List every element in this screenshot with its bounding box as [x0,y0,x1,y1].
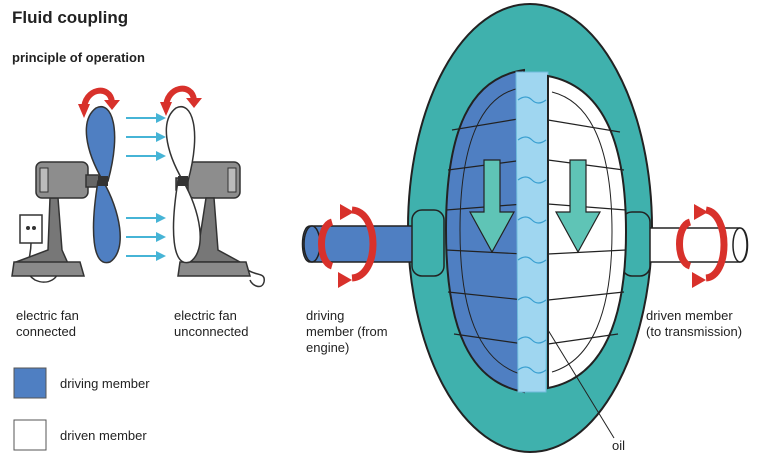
driven-turbine [547,74,628,390]
fan-blade-driven [172,180,201,264]
oil-leader-line [547,329,615,439]
fan-blade-driving [85,106,116,182]
unplugged-cord [247,269,265,288]
input-flange [411,209,445,277]
legend-label-driven: driven member [60,428,147,443]
label-oil: oil [612,438,626,453]
flow-down-arrow-icon [554,159,602,254]
fan-connected [11,87,121,283]
label-fan-unconnected: electric fan unconnected [174,308,249,339]
fan-blade-driven [165,106,196,182]
air-flow-arrows [126,113,166,261]
rotation-arrow-icon [676,218,692,270]
oil-fluid [515,71,549,393]
page-subtitle: principle of operation [12,50,145,65]
label-driving-member: driving member (from engine) [306,308,388,355]
driving-shaft [301,204,445,288]
driven-shaft [621,204,749,288]
label-driven-member: driven member (to transmission) [646,308,743,339]
legend-swatch-driven [13,419,47,451]
oil-swirls [517,96,547,374]
fan-unconnected [160,85,265,288]
fan-base [11,261,85,277]
rotation-arrow-icon [318,218,334,270]
wall-socket-icon [19,214,43,244]
page-title: Fluid coupling [12,8,129,27]
legend-label-driving: driving member [60,376,150,391]
label-fan-connected: electric fan connected [16,308,79,339]
legend-swatch-driving [13,367,47,399]
driving-turbine [444,68,525,394]
fan-base [177,261,251,277]
fan-blade-driving [92,180,121,264]
flow-down-arrow-icon [468,159,516,254]
